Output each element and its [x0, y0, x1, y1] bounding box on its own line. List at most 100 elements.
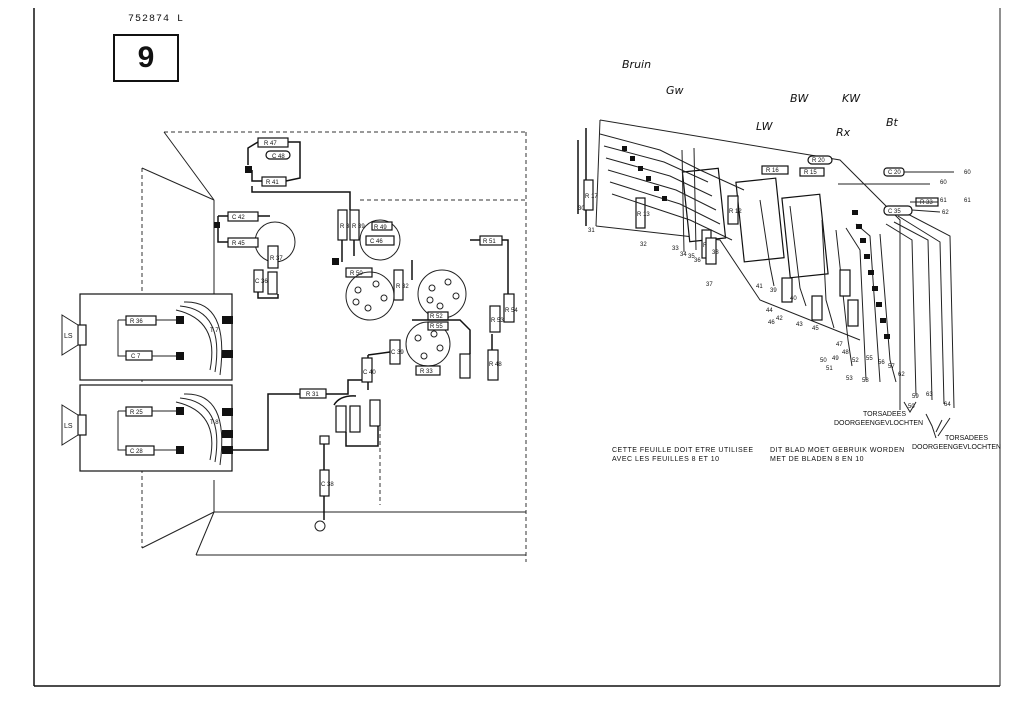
svg-text:R 53: R 53 [491, 318, 504, 324]
svg-text:45: 45 [812, 326, 819, 332]
note-french: CETTE FEUILLE DOIT ETRE UTILISEE AVEC LE… [612, 447, 754, 463]
svg-text:50: 50 [820, 358, 827, 364]
handwritten-note-3: BW [790, 92, 810, 105]
sheet-number-box: 9 [113, 34, 179, 82]
svg-text:37: 37 [706, 282, 713, 288]
left-chassis [141, 131, 527, 562]
svg-text:R 12: R 12 [729, 209, 742, 215]
svg-text:C 40: C 40 [363, 370, 376, 376]
svg-text:R 51: R 51 [483, 239, 496, 245]
twisted-label-1: TORSADEES DOORGEENGEVLOCHTEN [834, 411, 924, 427]
svg-text:44: 44 [766, 308, 773, 314]
svg-text:39: 39 [770, 288, 777, 294]
svg-text:R 16: R 16 [766, 168, 779, 174]
svg-text:R 41: R 41 [266, 180, 279, 186]
sheet-number: 9 [137, 41, 155, 74]
svg-text:41: 41 [756, 284, 763, 290]
svg-text:C 38: C 38 [321, 482, 334, 488]
svg-text:R 17: R 17 [585, 194, 598, 200]
center-components: R 38 R 39 R 50 C 46 R 49 R 32 [332, 209, 409, 301]
handwritten-note-4: LW [756, 120, 774, 133]
svg-text:T 8: T 8 [210, 420, 219, 426]
note-dutch: DIT BLAD MOET GEBRUIK WORDEN MET DE BLAD… [770, 447, 905, 463]
svg-text:50: 50 [908, 404, 915, 410]
svg-text:R 31: R 31 [306, 392, 319, 398]
svg-text:C 48: C 48 [272, 154, 285, 160]
document-number: 752874 L [128, 14, 185, 25]
svg-text:C 35: C 35 [888, 209, 901, 215]
svg-text:R 32: R 32 [396, 284, 409, 290]
svg-text:R 49: R 49 [374, 225, 387, 231]
speaker-2-label: LS [64, 423, 73, 430]
speaker-1: LS R 36 C 7 T 7 [61, 293, 233, 381]
svg-text:61: 61 [940, 198, 947, 204]
svg-text:R 45: R 45 [232, 241, 245, 247]
svg-text:62: 62 [942, 210, 949, 216]
svg-text:R 48: R 48 [489, 362, 502, 368]
svg-text:49: 49 [832, 356, 839, 362]
svg-text:35: 35 [688, 254, 695, 260]
right-left-components: R 51 R 54 R 53 R 52 R 55 C 39 R 33 R 48 [367, 235, 518, 390]
svg-text:R 25: R 25 [130, 410, 143, 416]
svg-text:R 38: R 38 [340, 224, 353, 230]
svg-text:64: 64 [944, 402, 951, 408]
svg-text:63: 63 [926, 392, 933, 398]
svg-text:C 7: C 7 [131, 354, 141, 360]
svg-text:R 54: R 54 [505, 308, 518, 314]
svg-text:C 42: C 42 [232, 215, 245, 221]
svg-text:33: 33 [672, 246, 679, 252]
right-numbers: 30 31 32 33 34 35 36 37 38 39 40 41 42 4… [578, 170, 971, 410]
svg-text:C 20: C 20 [888, 170, 901, 176]
svg-text:48: 48 [842, 350, 849, 356]
svg-text:47: 47 [836, 342, 843, 348]
svg-text:C 46: C 46 [370, 239, 383, 245]
svg-text:40: 40 [790, 296, 797, 302]
svg-text:32: 32 [640, 242, 647, 248]
svg-text:52: 52 [852, 358, 859, 364]
handwritten-note-2: Gw [666, 84, 684, 97]
svg-text:61: 61 [964, 198, 971, 204]
speaker-1-label: LS [64, 333, 73, 340]
svg-text:R 39: R 39 [352, 224, 365, 230]
right-board: R 17 R 13 R 14 R 12 [577, 119, 955, 410]
twisted-label-2: TORSADEES DOORGEENGEVLOCHTEN [912, 435, 1002, 451]
handwritten-annotations: Bruin Gw BW LW KW Rx Bt [622, 58, 899, 139]
svg-text:46: 46 [768, 320, 775, 326]
handwritten-note-7: Bt [886, 116, 899, 129]
svg-text:T 7: T 7 [210, 328, 219, 334]
svg-text:C 39: C 39 [391, 350, 404, 356]
svg-text:31: 31 [588, 228, 595, 234]
svg-text:59: 59 [912, 394, 919, 400]
handwritten-note-5: KW [842, 92, 861, 105]
svg-text:34: 34 [680, 252, 687, 258]
feedback-network: R 47 C 48 R 41 [245, 137, 351, 210]
svg-text:51: 51 [826, 366, 833, 372]
left-component-list: R 47 [40, 600, 43, 601]
svg-text:R 36: R 36 [130, 319, 143, 325]
handwritten-note-1: Bruin [622, 58, 651, 71]
svg-text:R 37: R 37 [270, 256, 283, 262]
tube-socket-2 [417, 269, 467, 319]
svg-text:42: 42 [776, 316, 783, 322]
twisted-bundle-arrows [903, 401, 951, 439]
svg-text:60: 60 [940, 180, 947, 186]
svg-text:R 20: R 20 [812, 158, 825, 164]
svg-text:C 28: C 28 [130, 449, 143, 455]
svg-text:55: 55 [866, 356, 873, 362]
svg-text:38: 38 [712, 250, 719, 256]
svg-text:R 13: R 13 [637, 212, 650, 218]
svg-text:R 15: R 15 [804, 170, 817, 176]
input-stage: C 42 R 45 R 37 C 36 [214, 211, 296, 299]
svg-text:C 36: C 36 [255, 279, 268, 285]
speaker-2: LS R 25 C 28 T 8 [61, 384, 233, 472]
svg-text:57: 57 [888, 364, 895, 370]
svg-text:43: 43 [796, 322, 803, 328]
svg-text:62: 62 [898, 372, 905, 378]
svg-text:36: 36 [694, 258, 701, 264]
svg-text:R 55: R 55 [430, 324, 443, 330]
svg-text:30: 30 [578, 206, 585, 212]
svg-text:56: 56 [878, 360, 885, 366]
svg-text:R 33: R 33 [420, 369, 433, 375]
